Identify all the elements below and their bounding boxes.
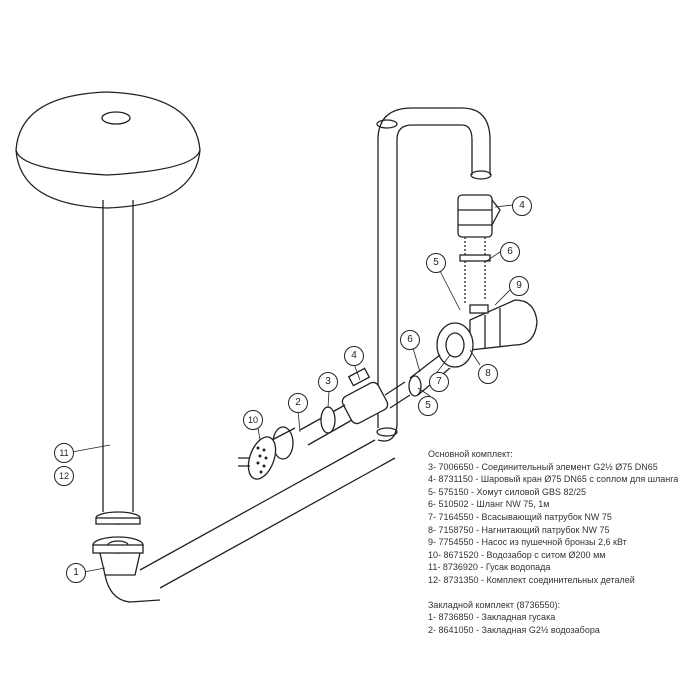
legend-item: 11- 8736920 - Гусак водопада [428, 562, 551, 573]
pump [436, 299, 538, 368]
suction-assembly [271, 354, 451, 460]
legend-item: 5- 575150 - Хомут силовой GBS 82/25 [428, 486, 586, 497]
ball-valve-top [457, 194, 501, 305]
legend-item: 6- 510502 - Шланг NW 75, 1м [428, 499, 550, 510]
legend-item: 4- 8731150 - Шаровый кран Ø75 DN65 с соп… [428, 474, 679, 485]
callout-6-top: 6 [500, 242, 520, 262]
leader-lines [71, 204, 514, 573]
legend-item: 9- 7754550 - Насос из пушечной бронзы 2,… [428, 537, 627, 548]
callout-6-left: 6 [400, 330, 420, 350]
callout-1: 1 [66, 563, 86, 583]
legend-item: 2- 8641050 - Закладная G2½ водозабора [428, 624, 600, 635]
basic-kit-title: Основной комплект: [428, 449, 513, 459]
callout-4-left: 4 [344, 346, 364, 366]
callout-10: 10 [243, 410, 263, 430]
callout-12: 12 [54, 466, 74, 486]
strainer [238, 436, 277, 480]
callout-2: 2 [288, 393, 308, 413]
callout-5-bottom: 5 [418, 396, 438, 416]
parts-legend: Основной комплект: 3- 7006650 - Соединит… [428, 448, 678, 636]
legend-item: 1- 8736850 - Закладная гусака [428, 612, 556, 623]
gooseneck-pole [92, 200, 161, 603]
legend-spacer [428, 587, 678, 599]
embed-kit-title: Закладной комплект (8736550): [428, 599, 561, 610]
pipe-run [139, 107, 492, 589]
callout-3: 3 [318, 372, 338, 392]
legend-item: 12- 8731350 - Комплект соединительных де… [428, 574, 635, 585]
callout-7: 7 [429, 372, 449, 392]
legend-item: 7- 7164550 - Всасывающий патрубок NW 75 [428, 511, 612, 522]
waterfall-disc [15, 91, 201, 209]
callout-11: 11 [54, 443, 74, 463]
legend-item: 8- 7158750 - Нагнитающий патрубок NW 75 [428, 524, 610, 535]
legend-item: 10- 8671520 - Водозабор с ситом Ø200 мм [428, 549, 606, 560]
callout-9: 9 [509, 276, 529, 296]
callout-4-top: 4 [512, 196, 532, 216]
legend-item: 3- 7006650 - Соединительный элемент G2½ … [428, 461, 658, 472]
callout-8: 8 [478, 364, 498, 384]
callout-5-top: 5 [426, 253, 446, 273]
